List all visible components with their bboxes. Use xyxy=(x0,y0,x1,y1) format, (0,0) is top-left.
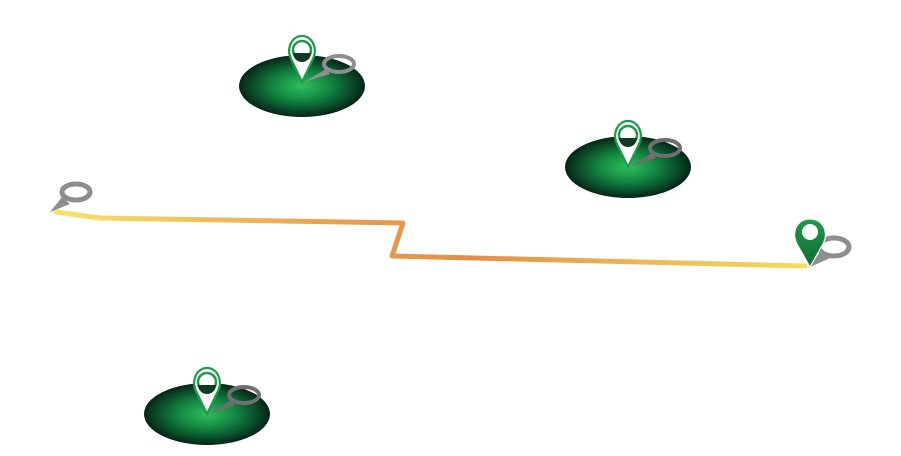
route-line[interactable] xyxy=(53,209,808,269)
map-pin-icon xyxy=(193,366,221,417)
map-pin-shadow-icon xyxy=(304,54,356,82)
route-end-pin-icon xyxy=(794,218,826,269)
route-end-marker[interactable] xyxy=(794,218,852,269)
map-pin-shadow-icon xyxy=(630,138,682,167)
route-path[interactable] xyxy=(53,209,808,269)
map-pin-shadow-icon xyxy=(209,385,261,414)
map-pin-icon xyxy=(614,119,642,170)
location-marker-c[interactable] xyxy=(144,366,270,445)
location-marker-a[interactable] xyxy=(239,34,365,117)
map-pin-icon xyxy=(288,34,316,85)
route-start-marker[interactable] xyxy=(50,181,93,212)
location-marker-b[interactable] xyxy=(565,119,691,198)
route-start-pin-icon xyxy=(50,181,93,212)
